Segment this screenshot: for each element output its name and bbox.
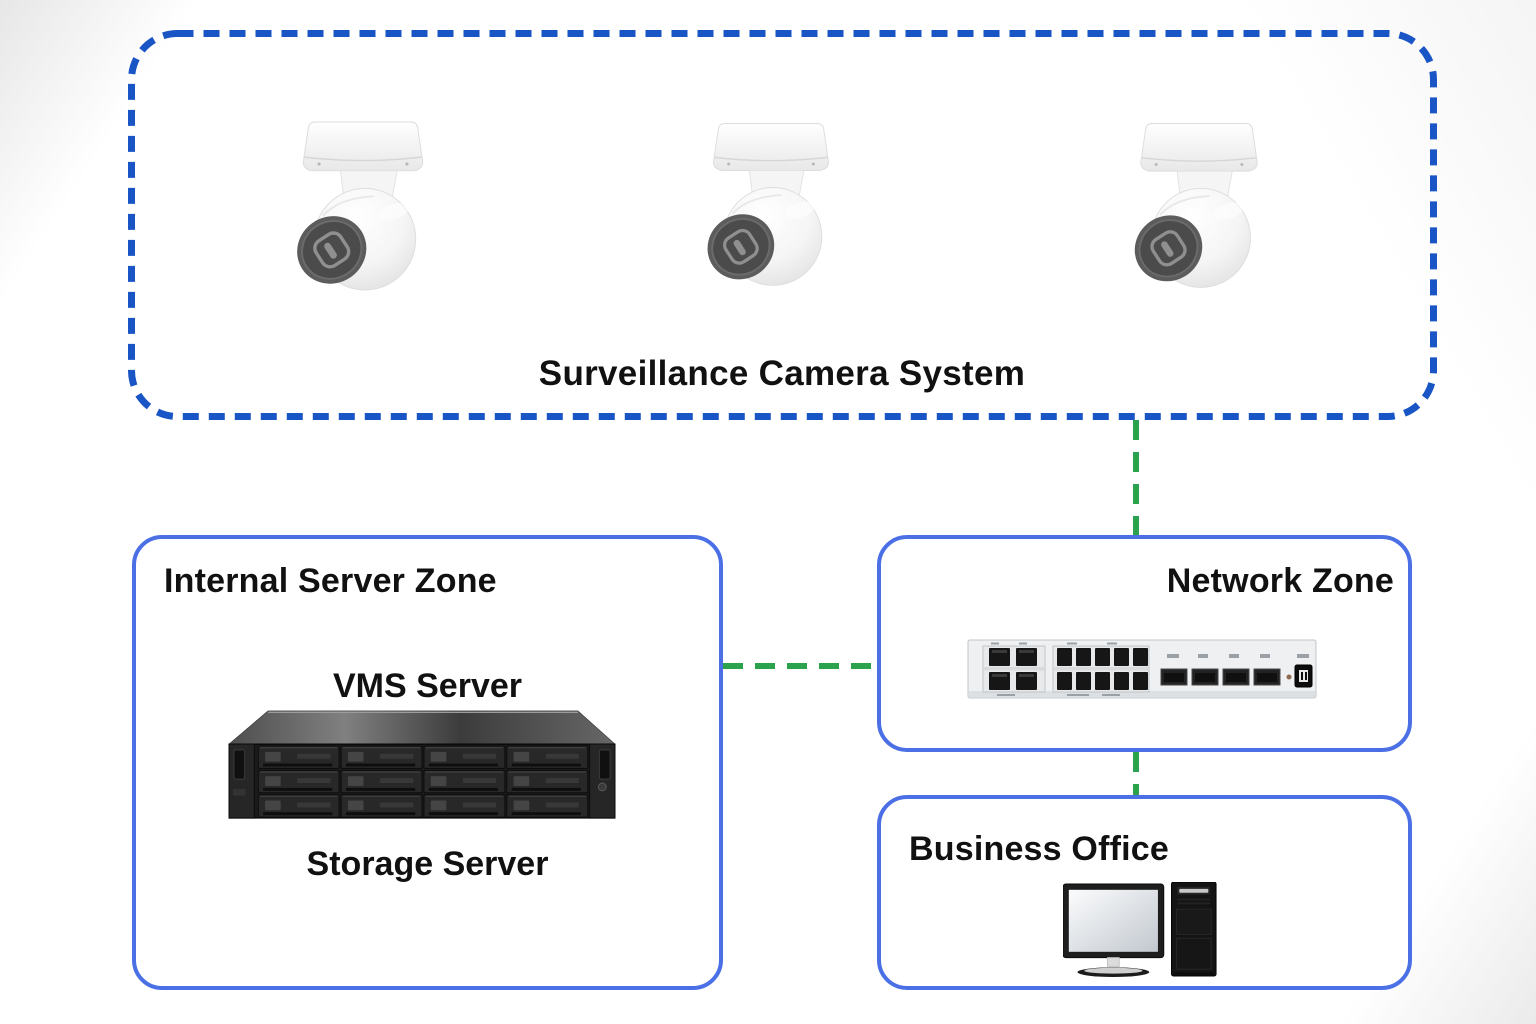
dome-camera-icon — [1118, 114, 1280, 295]
network-switch-icon — [967, 639, 1317, 701]
storage-server-label: Storage Server — [306, 845, 549, 883]
network-zone-title: Network Zone — [1166, 562, 1394, 600]
camera-zone-title: Surveillance Camera System — [538, 354, 1026, 393]
internal-server-zone-title: Internal Server Zone — [164, 562, 497, 600]
internal-server-zone: Internal Server Zone VMS Server Storage … — [132, 535, 723, 990]
business-office-title: Business Office — [909, 830, 1169, 868]
network-zone: Network Zone — [877, 535, 1412, 752]
dome-camera-icon — [280, 112, 446, 298]
dome-camera-icon — [691, 114, 851, 293]
business-office-zone: Business Office — [877, 795, 1412, 990]
desktop-computer-icon — [1063, 882, 1218, 979]
vms-server-label: VMS Server — [333, 667, 522, 705]
storage-server-icon — [217, 707, 627, 822]
